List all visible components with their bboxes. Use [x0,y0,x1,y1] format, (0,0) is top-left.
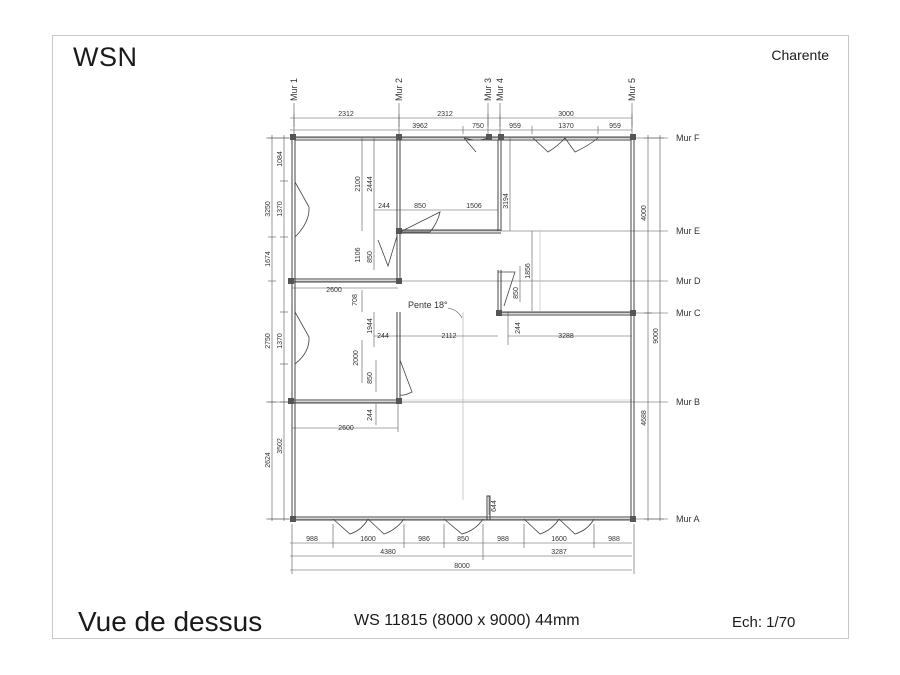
dim-label: 244 [515,322,522,334]
dim-label: 850 [414,203,426,210]
dim-label: 708 [352,294,359,306]
dim-label: 4000 [641,205,648,221]
dim-label: 1106 [355,247,362,262]
wall-label-mur-2: Mur 2 [394,78,404,101]
dim-label: 9000 [653,328,660,344]
brand-logo: WSN [73,42,138,72]
dim-label: 2112 [441,333,456,340]
dim-label: 988 [608,536,620,543]
dim-label: 1600 [360,536,376,543]
wall-label-mur-5: Mur 5 [627,78,637,101]
dim-label: 2624 [265,452,272,468]
wall-label-mur-3: Mur 3 [483,78,493,101]
dim-label: 644 [491,500,498,512]
dim-label: 1370 [558,123,574,130]
wall-label-mur-4: Mur 4 [495,78,505,101]
dim-label: 1944 [367,318,374,334]
model-spec: WS 11815 (8000 x 9000) 44mm [354,612,580,629]
dim-label: 8000 [454,563,470,570]
dim-label: 850 [513,287,520,299]
dim-label: 3502 [277,438,284,454]
wall-label-mur-b: Mur B [676,397,700,407]
dim-label: 4688 [641,410,648,426]
wall-label-mur-d: Mur D [676,276,701,286]
dim-label: 3287 [551,549,567,556]
dim-label: 244 [377,333,389,340]
dim-label: 1370 [277,333,284,349]
wall-label-mur-f: Mur F [676,133,700,143]
wall-label-mur-1: Mur 1 [289,78,299,101]
dim-label: 244 [367,409,374,421]
drawing-sheet [52,35,849,639]
dim-label: 2312 [437,111,453,118]
region-label: Charente [771,47,829,63]
dim-label: 1506 [466,203,482,210]
roof-slope-note: Pente 18° [408,300,448,310]
wall-label-mur-c: Mur C [676,308,701,318]
dim-label: 2100 [355,176,362,192]
dim-label: 959 [609,123,621,130]
dim-label: 2600 [338,425,354,432]
dim-label: 2000 [353,350,360,366]
dim-label: 850 [367,372,374,384]
dim-label: 2750 [265,333,272,349]
wall-label-mur-a: Mur A [676,514,700,524]
dim-label: 1856 [525,263,532,279]
view-title: Vue de dessus [78,606,263,637]
dim-label: 988 [497,536,509,543]
dim-label: 850 [367,251,374,263]
dim-label: 3962 [412,123,428,130]
dim-label: 986 [418,536,430,543]
dim-label: 3250 [265,201,272,217]
dim-label: 1084 [277,151,284,167]
dim-label: 750 [472,123,484,130]
dim-label: 850 [457,536,469,543]
dim-label: 1370 [277,201,284,217]
dim-label: 3000 [558,111,574,118]
dim-label: 4380 [380,549,396,556]
dim-label: 959 [509,123,521,130]
dim-label: 2444 [367,176,374,192]
dim-label: 1600 [551,536,567,543]
dim-label: 2600 [326,287,342,294]
dim-label: 988 [306,536,318,543]
dim-label: 3194 [503,193,510,209]
dim-label: 244 [378,203,390,210]
dim-label: 1674 [265,251,272,267]
wall-label-mur-e: Mur E [676,226,700,236]
dim-label: 3288 [558,333,574,340]
dim-label: 2312 [338,111,354,118]
scale-label: Ech: 1/70 [732,614,796,631]
